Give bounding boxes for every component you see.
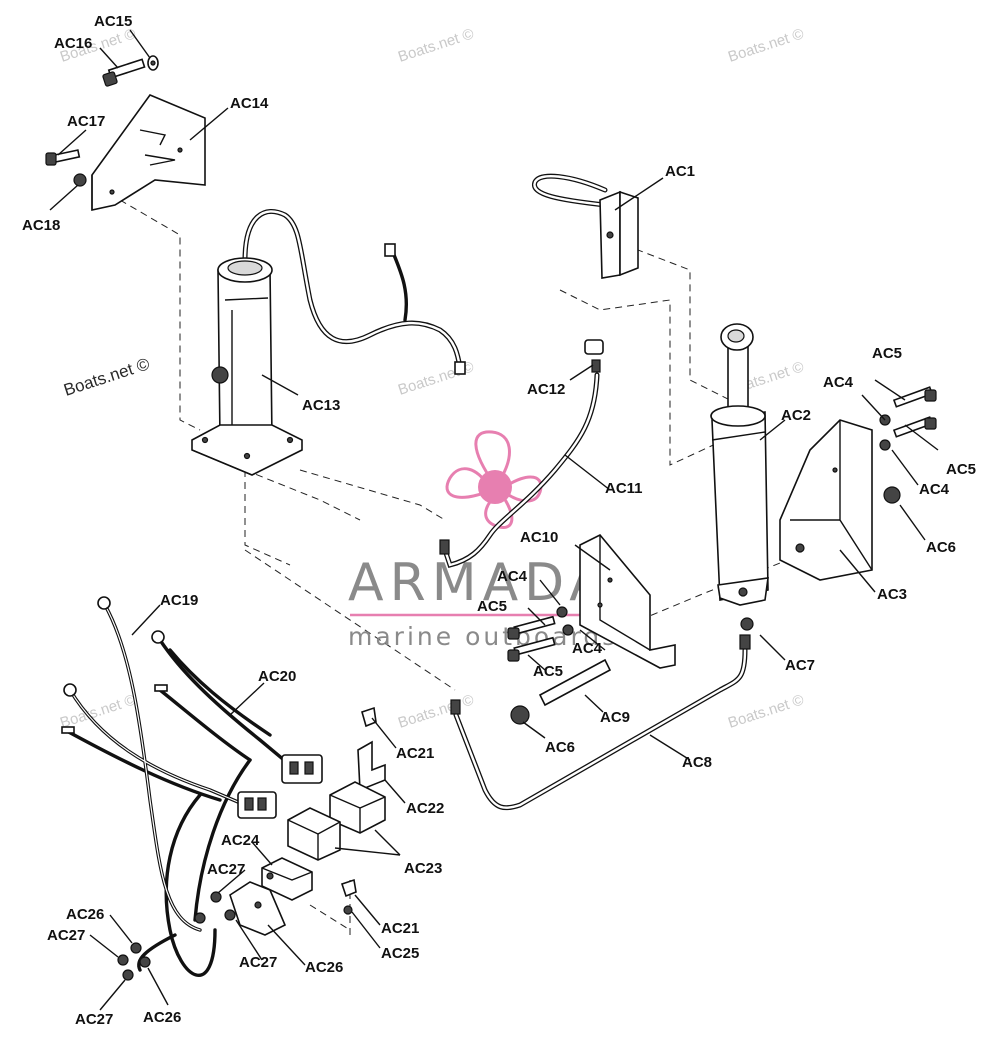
label-ac27: AC27: [207, 861, 245, 878]
watermark: Boats.net ©: [726, 691, 806, 731]
label-ac16: AC16: [54, 35, 92, 52]
watermark: Boats.net ©: [396, 691, 476, 731]
screw-ac17: [45, 149, 87, 187]
wiring-harness: [61, 596, 323, 977]
hydraulic-line-ac8: [450, 617, 754, 811]
label-ac5: AC5: [946, 461, 976, 478]
relay-ac23: [287, 781, 386, 861]
label-ac3: AC3: [877, 586, 907, 603]
label-ac8: AC8: [682, 754, 712, 771]
label-ac23: AC23: [404, 860, 442, 877]
label-ac18: AC18: [22, 217, 60, 234]
label-ac19: AC19: [160, 592, 198, 609]
label-ac4: AC4: [572, 640, 603, 657]
trim-cylinder-ac2: [710, 323, 769, 606]
nuts-ac27: [117, 891, 236, 981]
label-ac6: AC6: [926, 539, 956, 556]
label-ac24: AC24: [221, 832, 260, 849]
label-ac26: AC26: [143, 1009, 181, 1026]
clamp-ac1: [532, 173, 639, 279]
label-ac12: AC12: [527, 381, 565, 398]
label-ac21: AC21: [396, 745, 434, 762]
label-ac11: AC11: [605, 480, 643, 497]
label-ac15: AC15: [94, 13, 132, 30]
bolts-ac5-mid: [507, 606, 574, 662]
label-ac10: AC10: [520, 529, 558, 546]
label-ac21: AC21: [381, 920, 419, 937]
label-ac4: AC4: [497, 568, 528, 585]
label-ac6: AC6: [545, 739, 575, 756]
label-ac14: AC14: [230, 95, 269, 112]
label-ac25: AC25: [381, 945, 419, 962]
bracket-ac14: [91, 94, 206, 211]
watermark: Boats.net ©: [61, 354, 152, 400]
clip-ac25: [340, 878, 357, 915]
bracket-ac3: [779, 419, 901, 581]
propeller-icon: [445, 430, 543, 529]
part-labels: AC15 AC16 AC14 AC17 AC18 AC1 AC13 AC12 A…: [22, 13, 976, 1028]
label-ac26: AC26: [305, 959, 343, 976]
bolts-ac5-right: [879, 386, 937, 451]
label-ac5: AC5: [872, 345, 902, 362]
label-ac27: AC27: [239, 954, 277, 971]
label-ac27: AC27: [47, 927, 85, 944]
label-ac5: AC5: [533, 663, 563, 680]
label-ac4: AC4: [919, 481, 950, 498]
pin-ac9: [510, 658, 612, 725]
leader-lines: [49, 29, 939, 1011]
label-ac13: AC13: [302, 397, 340, 414]
label-ac4: AC4: [823, 374, 854, 391]
armada-brand-logo: ARMADA marine outboards: [348, 430, 650, 651]
label-ac2: AC2: [781, 407, 811, 424]
bracket-ac22: [357, 740, 386, 792]
label-ac22: AC22: [406, 800, 444, 817]
label-ac27: AC27: [75, 1011, 113, 1028]
clip-ac21: [361, 706, 377, 728]
label-ac1: AC1: [665, 163, 695, 180]
bolt-ac16: [102, 55, 159, 87]
label-ac7: AC7: [785, 657, 815, 674]
label-ac9: AC9: [600, 709, 630, 726]
hydraulic-line-ac11: [439, 339, 604, 568]
label-ac5: AC5: [477, 598, 507, 615]
watermark: Boats.net ©: [726, 25, 806, 65]
pump-motor-ac13: [191, 209, 466, 476]
label-ac17: AC17: [67, 113, 105, 130]
label-ac26: AC26: [66, 906, 104, 923]
brand-name: ARMADA: [348, 553, 611, 613]
label-ac20: AC20: [258, 668, 296, 685]
watermark: Boats.net ©: [396, 25, 476, 65]
